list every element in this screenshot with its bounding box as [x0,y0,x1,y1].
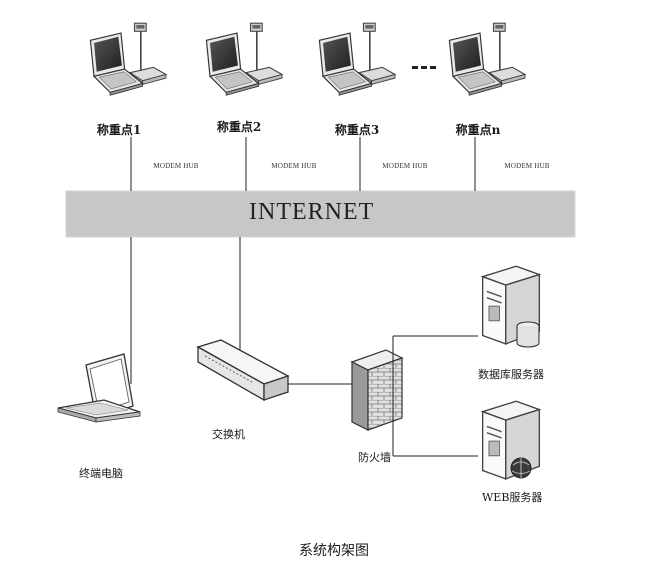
terminal-label: 终端电脑 [79,467,123,480]
hub-label-3: MODEM HUB [382,162,428,170]
web-server-icon [481,400,541,480]
switch-label: 交换机 [212,428,245,441]
database-server-icon [481,265,541,348]
diagram-caption: 系统构架图 [299,543,369,559]
firewall-icon [350,349,404,431]
site-n-label: 称重点n [455,123,501,137]
site-2-label: 称重点2 [216,120,262,134]
internet-label: INTERNET [249,199,375,225]
firewall-label: 防火墙 [358,451,391,464]
weighing-station-2-icon [205,22,283,97]
ellipsis-dashes [412,66,436,69]
hub-label-1: MODEM HUB [153,162,199,170]
weighing-station-1-icon [89,22,167,97]
terminal-laptop-icon [57,353,141,423]
site-3-label: 称重点3 [334,123,380,137]
site-1-label: 称重点1 [96,123,142,137]
internet-band [66,191,575,237]
hub-label-2: MODEM HUB [271,162,317,170]
switch-icon [196,339,290,402]
weighing-station-n-icon [448,22,526,97]
web-server-label: WEB服务器 [482,491,543,504]
weighing-station-3-icon [318,22,396,97]
db-server-label: 数据库服务器 [478,368,544,381]
hub-label-n: MODEM HUB [504,162,550,170]
